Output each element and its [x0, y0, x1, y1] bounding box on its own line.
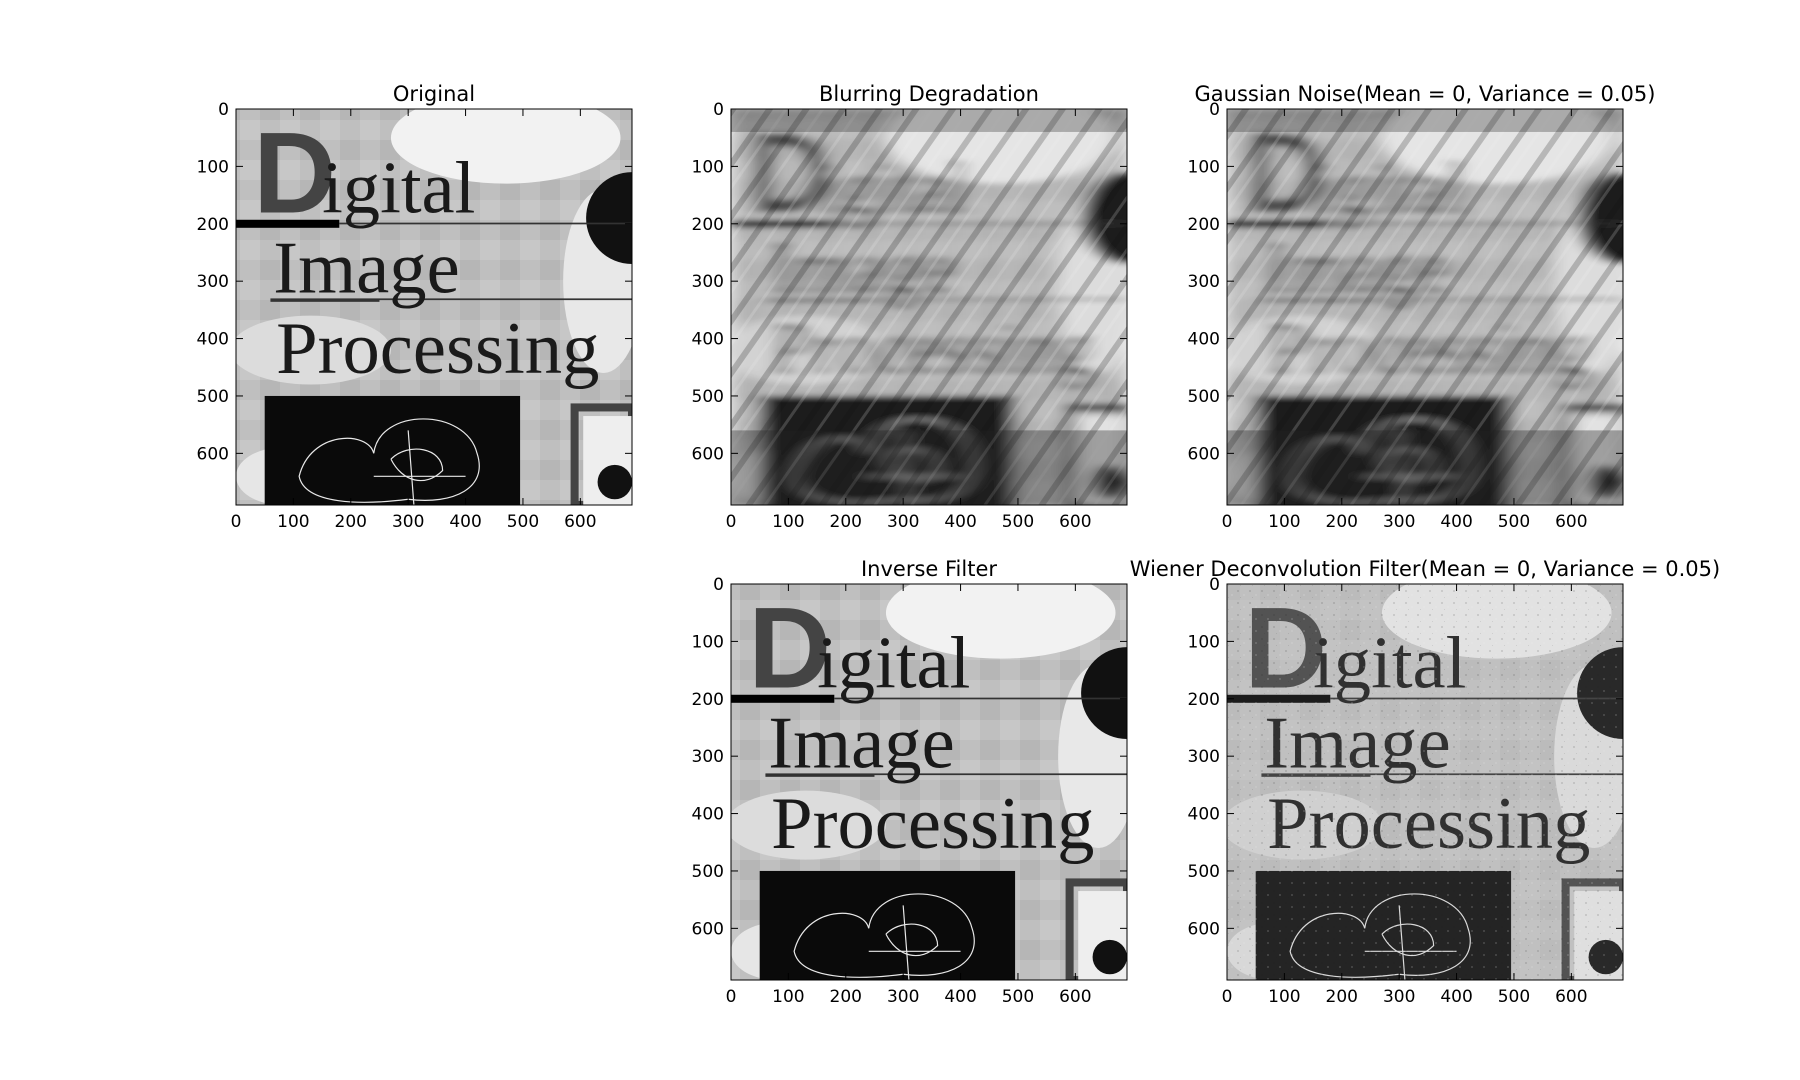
y-tick-label: 100 [692, 632, 724, 652]
x-tick-label: 400 [1440, 987, 1472, 1007]
svg-text:D: D [253, 109, 336, 237]
x-tick-label: 500 [1002, 987, 1034, 1007]
y-tick-label: 300 [692, 747, 724, 767]
y-tick-label: 200 [692, 215, 724, 235]
svg-text:Image: Image [273, 228, 459, 310]
y-tick-label: 200 [1188, 215, 1220, 235]
x-tick-label: 300 [1383, 512, 1415, 532]
x-tick-label: 300 [1383, 987, 1415, 1007]
x-tick-label: 100 [1268, 987, 1300, 1007]
axes-frame [730, 108, 1128, 506]
y-tick-label: 100 [197, 157, 229, 177]
svg-text:igital: igital [322, 147, 475, 229]
x-tick-label: 500 [1498, 512, 1530, 532]
y-tick-label: 600 [1188, 919, 1220, 939]
x-tick-label: 100 [1268, 512, 1300, 532]
x-tick-label: 600 [1059, 512, 1091, 532]
axes-frame [730, 583, 1128, 981]
axes-frame [1226, 583, 1624, 981]
x-tick-label: 200 [830, 987, 862, 1007]
y-tick-label: 0 [218, 100, 229, 120]
x-tick-label: 400 [1440, 512, 1472, 532]
panel-title: Blurring Degradation [819, 82, 1039, 106]
y-tick-label: 400 [1188, 805, 1220, 825]
x-tick-label: 600 [1555, 987, 1587, 1007]
x-tick-label: 200 [1326, 987, 1358, 1007]
panel-title: Original [393, 82, 475, 106]
x-tick-label: 400 [449, 512, 481, 532]
y-tick-label: 400 [1188, 330, 1220, 350]
y-tick-label: 400 [197, 330, 229, 350]
y-tick-label: 500 [692, 862, 724, 882]
y-tick-label: 600 [1188, 444, 1220, 464]
y-tick-label: 500 [1188, 862, 1220, 882]
y-tick-label: 500 [1188, 387, 1220, 407]
x-tick-label: 200 [830, 512, 862, 532]
svg-text:igital: igital [817, 622, 970, 704]
x-tick-label: 500 [1498, 987, 1530, 1007]
x-tick-label: 0 [231, 512, 242, 532]
y-tick-label: 200 [1188, 690, 1220, 710]
y-tick-label: 600 [692, 444, 724, 464]
y-tick-label: 200 [197, 215, 229, 235]
x-tick-label: 600 [564, 512, 596, 532]
y-tick-label: 0 [713, 100, 724, 120]
y-tick-label: 0 [1209, 575, 1220, 595]
y-tick-label: 500 [197, 387, 229, 407]
panel-title: Gaussian Noise(Mean = 0, Variance = 0.05… [1195, 82, 1656, 106]
x-tick-label: 0 [726, 512, 737, 532]
x-tick-label: 600 [1555, 512, 1587, 532]
axes-frame [1226, 108, 1624, 506]
svg-text:D: D [748, 584, 831, 712]
x-tick-label: 100 [277, 512, 309, 532]
x-tick-label: 200 [1326, 512, 1358, 532]
x-tick-label: 0 [1222, 987, 1233, 1007]
x-tick-label: 600 [1059, 987, 1091, 1007]
x-tick-label: 500 [1002, 512, 1034, 532]
x-tick-label: 0 [726, 987, 737, 1007]
x-tick-label: 500 [507, 512, 539, 532]
y-tick-label: 400 [692, 330, 724, 350]
x-tick-label: 100 [772, 987, 804, 1007]
x-tick-label: 400 [944, 987, 976, 1007]
y-tick-label: 0 [713, 575, 724, 595]
y-tick-label: 0 [1209, 100, 1220, 120]
y-tick-label: 300 [692, 272, 724, 292]
svg-text:Processing: Processing [771, 783, 1094, 865]
y-tick-label: 400 [692, 805, 724, 825]
y-tick-label: 100 [692, 157, 724, 177]
x-tick-label: 300 [392, 512, 424, 532]
y-tick-label: 300 [197, 272, 229, 292]
y-tick-label: 300 [1188, 747, 1220, 767]
svg-text:Processing: Processing [276, 308, 599, 390]
y-tick-label: 100 [1188, 157, 1220, 177]
svg-text:Image: Image [768, 703, 954, 785]
y-tick-label: 300 [1188, 272, 1220, 292]
y-tick-label: 100 [1188, 632, 1220, 652]
x-tick-label: 300 [887, 987, 919, 1007]
x-tick-label: 300 [887, 512, 919, 532]
y-tick-label: 600 [197, 444, 229, 464]
y-tick-label: 500 [692, 387, 724, 407]
panel-title: Inverse Filter [861, 557, 997, 581]
y-tick-label: 600 [692, 919, 724, 939]
x-tick-label: 0 [1222, 512, 1233, 532]
x-tick-label: 100 [772, 512, 804, 532]
y-tick-label: 200 [692, 690, 724, 710]
x-tick-label: 400 [944, 512, 976, 532]
x-tick-label: 200 [335, 512, 367, 532]
panel-title: Wiener Deconvolution Filter(Mean = 0, Va… [1130, 557, 1720, 581]
axes-frame [235, 108, 633, 506]
